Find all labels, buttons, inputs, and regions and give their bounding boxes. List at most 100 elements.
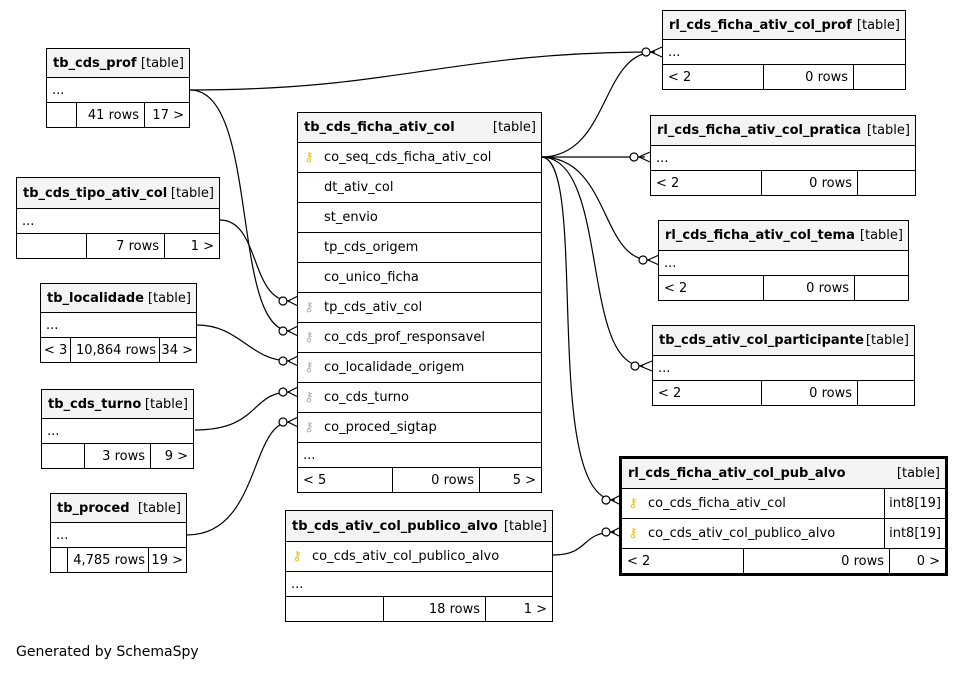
footer-rows: 10,864 rows	[71, 338, 160, 362]
table-kind: [table]	[896, 466, 940, 481]
footer-children[interactable]	[854, 65, 905, 89]
footer-parents[interactable]: < 2	[663, 65, 764, 89]
footer-rows: 7 rows	[87, 234, 165, 258]
footer-children[interactable]: 17 >	[152, 107, 184, 123]
footer-children[interactable]: 1 >	[523, 601, 547, 617]
footer-children[interactable]: 34 >	[161, 342, 193, 358]
table-header: tb_cds_ativ_col_participante [table]	[653, 326, 914, 356]
column-row[interactable]: dt_ativ_col	[298, 173, 541, 203]
edge-ficha-to-rl-prof	[540, 51, 656, 158]
footer-rows: 18 rows	[384, 597, 486, 621]
columns-ellipsis: ...	[51, 523, 186, 548]
footer-parents[interactable]	[286, 597, 384, 621]
column-row[interactable]: ⚷ co_cds_prof_responsavel	[298, 323, 541, 353]
table-kind: [table]	[137, 500, 181, 516]
table-footer: < 2 0 rows 0 >	[622, 549, 945, 573]
table-footer: 18 rows 1 >	[286, 597, 552, 621]
table-name: rl_cds_ficha_ativ_col_pratica	[657, 123, 862, 138]
footer-parents[interactable]	[51, 548, 68, 572]
table-tb-cds-tipo-ativ-col[interactable]: tb_cds_tipo_ativ_col [table] ... 7 rows …	[16, 177, 220, 259]
foreign-key-icon: ⚷	[304, 420, 314, 435]
table-name: rl_cds_ficha_ativ_col_tema	[665, 228, 855, 243]
table-tb-cds-ativ-col-publico-alvo[interactable]: tb_cds_ativ_col_publico_alvo [table] ⚷ c…	[285, 510, 553, 622]
footer-rows: 0 rows	[744, 549, 890, 573]
footer-children[interactable]: 5 >	[512, 472, 536, 488]
column-name: co_proced_sigtap	[324, 420, 437, 435]
foreign-key-icon: ⚷	[304, 330, 314, 345]
footer-children[interactable]: 9 >	[164, 448, 188, 464]
column-row[interactable]: ⚷ co_proced_sigtap	[298, 413, 541, 443]
footer-children[interactable]: 19 >	[151, 552, 183, 568]
footer-parents[interactable]: < 5	[298, 468, 393, 492]
footer-children[interactable]: 0 >	[916, 553, 940, 569]
columns-ellipsis: ...	[47, 78, 189, 103]
edge-ficha-to-pub-alvo	[540, 156, 616, 501]
table-name: tb_cds_ativ_col_participante	[659, 333, 864, 348]
table-rl-cds-ficha-ativ-col-pub-alvo[interactable]: rl_cds_ficha_ativ_col_pub_alvo [table] ⚷…	[619, 456, 948, 576]
footer-parents[interactable]: < 3	[41, 338, 71, 362]
column-row[interactable]: ⚷ co_cds_ficha_ativ_col int8[19]	[622, 489, 945, 519]
table-footer: < 2 0 rows	[651, 171, 915, 195]
column-row[interactable]: ⚷ co_seq_cds_ficha_ativ_col	[298, 143, 541, 173]
footer-rows: 41 rows	[77, 103, 145, 127]
column-row[interactable]: st_envio	[298, 203, 541, 233]
column-name: co_cds_prof_responsavel	[324, 330, 485, 345]
table-rl-cds-ficha-ativ-col-pratica[interactable]: rl_cds_ficha_ativ_col_pratica [table] ..…	[650, 115, 916, 196]
columns-ellipsis: ...	[653, 356, 914, 381]
column-name: st_envio	[324, 210, 378, 225]
footer-children[interactable]	[855, 276, 908, 300]
table-tb-proced[interactable]: tb_proced [table] ... 4,785 rows 19 >	[50, 493, 187, 573]
table-tb-cds-ficha-ativ-col[interactable]: tb_cds_ficha_ativ_col [table] ⚷ co_seq_c…	[297, 112, 542, 493]
column-row[interactable]: ⚷ co_localidade_origem	[298, 353, 541, 383]
column-name: co_cds_ativ_col_publico_alvo	[312, 549, 500, 564]
foreign-key-icon: ⚷	[304, 360, 314, 375]
column-row[interactable]: tp_cds_origem	[298, 233, 541, 263]
footer-parents[interactable]: < 2	[622, 549, 744, 573]
footer-rows: 0 rows	[762, 171, 858, 195]
column-row[interactable]: ⚷ co_cds_turno	[298, 383, 541, 413]
columns-ellipsis: ...	[663, 40, 905, 65]
table-name: tb_cds_turno	[48, 396, 142, 412]
table-name: rl_cds_ficha_ativ_col_pub_alvo	[628, 466, 846, 481]
table-kind: [table]	[170, 185, 214, 201]
table-footer: < 2 0 rows	[653, 381, 914, 405]
footer-rows: 4,785 rows	[68, 548, 149, 572]
footer-parents[interactable]: < 2	[651, 171, 762, 195]
table-rl-cds-ficha-ativ-col-tema[interactable]: rl_cds_ficha_ativ_col_tema [table] ... <…	[658, 220, 909, 301]
footer-children[interactable]	[858, 381, 914, 405]
footer-parents[interactable]: < 2	[653, 381, 762, 405]
table-kind: [table]	[856, 17, 900, 33]
generated-by-label: Generated by SchemaSpy	[16, 644, 199, 660]
edge-turno-to-ficha	[194, 391, 291, 431]
columns-ellipsis: ...	[41, 313, 196, 338]
table-kind: [table]	[866, 123, 910, 138]
footer-rows: 0 rows	[764, 65, 854, 89]
footer-rows: 0 rows	[762, 381, 858, 405]
table-rl-cds-ficha-ativ-col-prof[interactable]: rl_cds_ficha_ativ_col_prof [table] ... <…	[662, 10, 906, 90]
footer-parents[interactable]	[42, 444, 85, 468]
column-row[interactable]: co_unico_ficha	[298, 263, 541, 293]
column-name: co_localidade_origem	[324, 360, 465, 375]
column-row[interactable]: ⚷ co_cds_ativ_col_publico_alvo int8[19]	[622, 519, 945, 549]
table-tb-cds-prof[interactable]: tb_cds_prof [table] ... 41 rows 17 >	[46, 48, 190, 128]
table-kind: [table]	[492, 120, 536, 135]
table-tb-cds-turno[interactable]: tb_cds_turno [table] ... 3 rows 9 >	[41, 389, 194, 469]
footer-parents[interactable]	[47, 103, 77, 127]
column-row[interactable]: ⚷ tp_cds_ativ_col	[298, 293, 541, 323]
primary-key-icon: ⚷	[628, 526, 638, 541]
table-header: tb_cds_ativ_col_publico_alvo [table]	[286, 511, 552, 542]
foreign-key-icon: ⚷	[304, 300, 314, 315]
table-header: tb_cds_prof [table]	[47, 49, 189, 78]
column-row[interactable]: ⚷ co_cds_ativ_col_publico_alvo	[286, 542, 552, 572]
table-tb-localidade[interactable]: tb_localidade [table] ... < 3 10,864 row…	[40, 283, 197, 363]
table-header: rl_cds_ficha_ativ_col_pratica [table]	[651, 116, 915, 146]
footer-parents[interactable]: < 2	[659, 276, 764, 300]
table-header: tb_cds_turno [table]	[42, 390, 193, 419]
footer-children[interactable]: 1 >	[190, 238, 214, 254]
table-header: tb_cds_tipo_ativ_col [table]	[17, 178, 219, 209]
table-tb-cds-ativ-col-participante[interactable]: tb_cds_ativ_col_participante [table] ...…	[652, 325, 915, 406]
primary-key-icon: ⚷	[628, 496, 638, 511]
footer-parents[interactable]	[17, 234, 87, 258]
footer-children[interactable]	[858, 171, 915, 195]
edge-prof-to-ficha	[189, 89, 291, 332]
